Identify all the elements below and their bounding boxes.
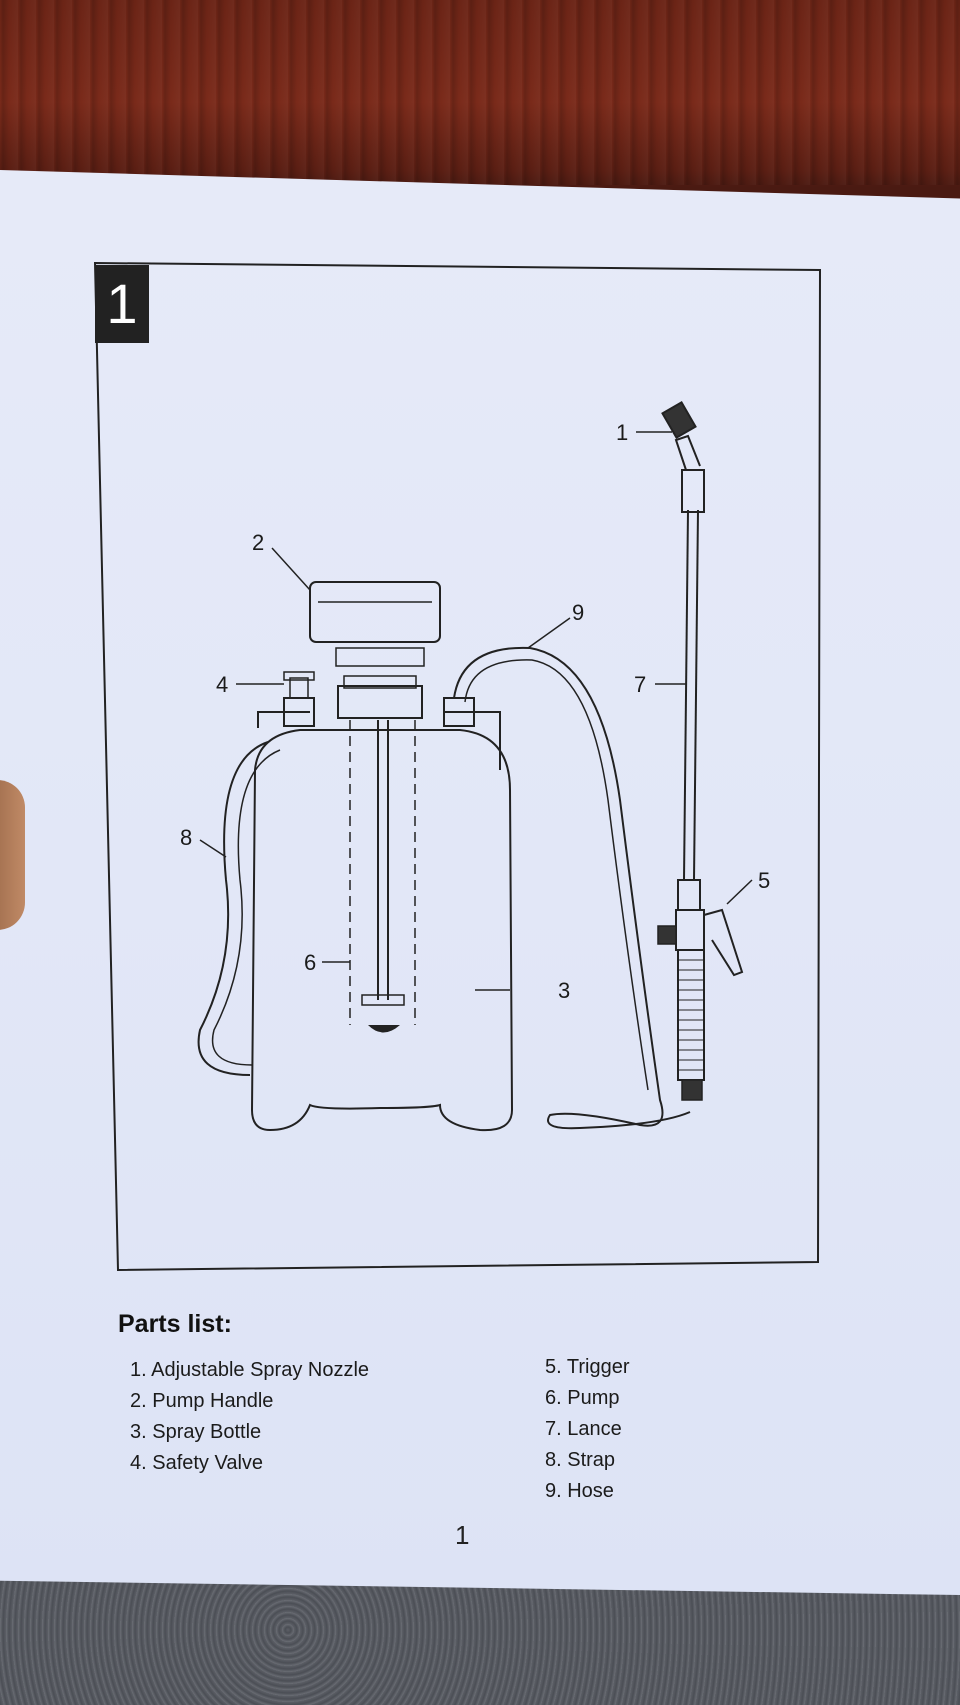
pump-bottom [368,1025,400,1033]
figure-number-badge: 1 [95,265,149,343]
list-item: 3. Spray Bottle [130,1421,262,1443]
tank-shoulder [257,711,501,770]
ground-background [0,1580,960,1705]
trigger-coupler [677,879,701,911]
parts-list-left: 1. Adjustable Spray Nozzle 2. Pump Handl… [130,1355,369,1479]
lance-left [683,509,689,881]
parts-list-title: Parts list: [118,1310,232,1338]
pump-collar [335,647,425,667]
callout-1: 1 [616,420,628,445]
nozzle-neck [674,434,701,471]
lance-coupler [681,469,705,513]
safety-valve-cap [283,671,315,681]
figure-frame [93,261,822,1272]
hose-shape [453,646,691,1130]
callout-5: 5 [758,868,770,893]
spray-bottle-shape [250,729,514,1132]
pump-handle-shape [309,581,441,643]
list-item: 7. Lance [545,1418,622,1440]
callout-7: 7 [634,672,646,697]
page-number: 1 [455,1520,470,1550]
grip-ridges [678,959,704,1071]
callout-3: 3 [558,978,570,1003]
trigger-knob [657,925,677,945]
list-item: 5. Trigger [545,1356,630,1378]
hose-outlet [443,697,475,727]
callout-4: 4 [216,672,228,697]
strap-shape-inner [211,749,281,1066]
list-item: 6. Pump [545,1387,620,1409]
thumb [0,780,25,930]
pump-piston [361,994,405,1006]
hose-shape-inner [464,659,649,1091]
lance-right [693,509,699,881]
pump-cap-ring [343,675,417,689]
nozzle-tip [661,401,697,439]
callout-8: 8 [180,825,192,850]
manual-page [0,170,960,1595]
trigger-lever [703,908,744,977]
callout-9: 9 [572,600,584,625]
strap-shape [197,741,269,1076]
list-item: 4. Safety Valve [130,1452,264,1474]
parts-list-right: 5. Trigger 6. Pump 7. Lance 8. Strap 9. … [545,1352,629,1507]
list-item: 2. Pump Handle [130,1390,274,1412]
callout-2: 2 [252,530,264,555]
list-item: 1. Adjustable Spray Nozzle [130,1359,370,1381]
leader-lines [199,431,753,991]
wooden-background [0,0,960,185]
list-item: 9. Hose [545,1480,614,1502]
trigger-body [675,909,705,951]
list-item: 8. Strap [545,1449,616,1471]
grip-end [681,1079,703,1101]
safety-valve-stem [289,677,309,699]
callout-6: 6 [304,950,316,975]
pump-cap [337,685,423,719]
